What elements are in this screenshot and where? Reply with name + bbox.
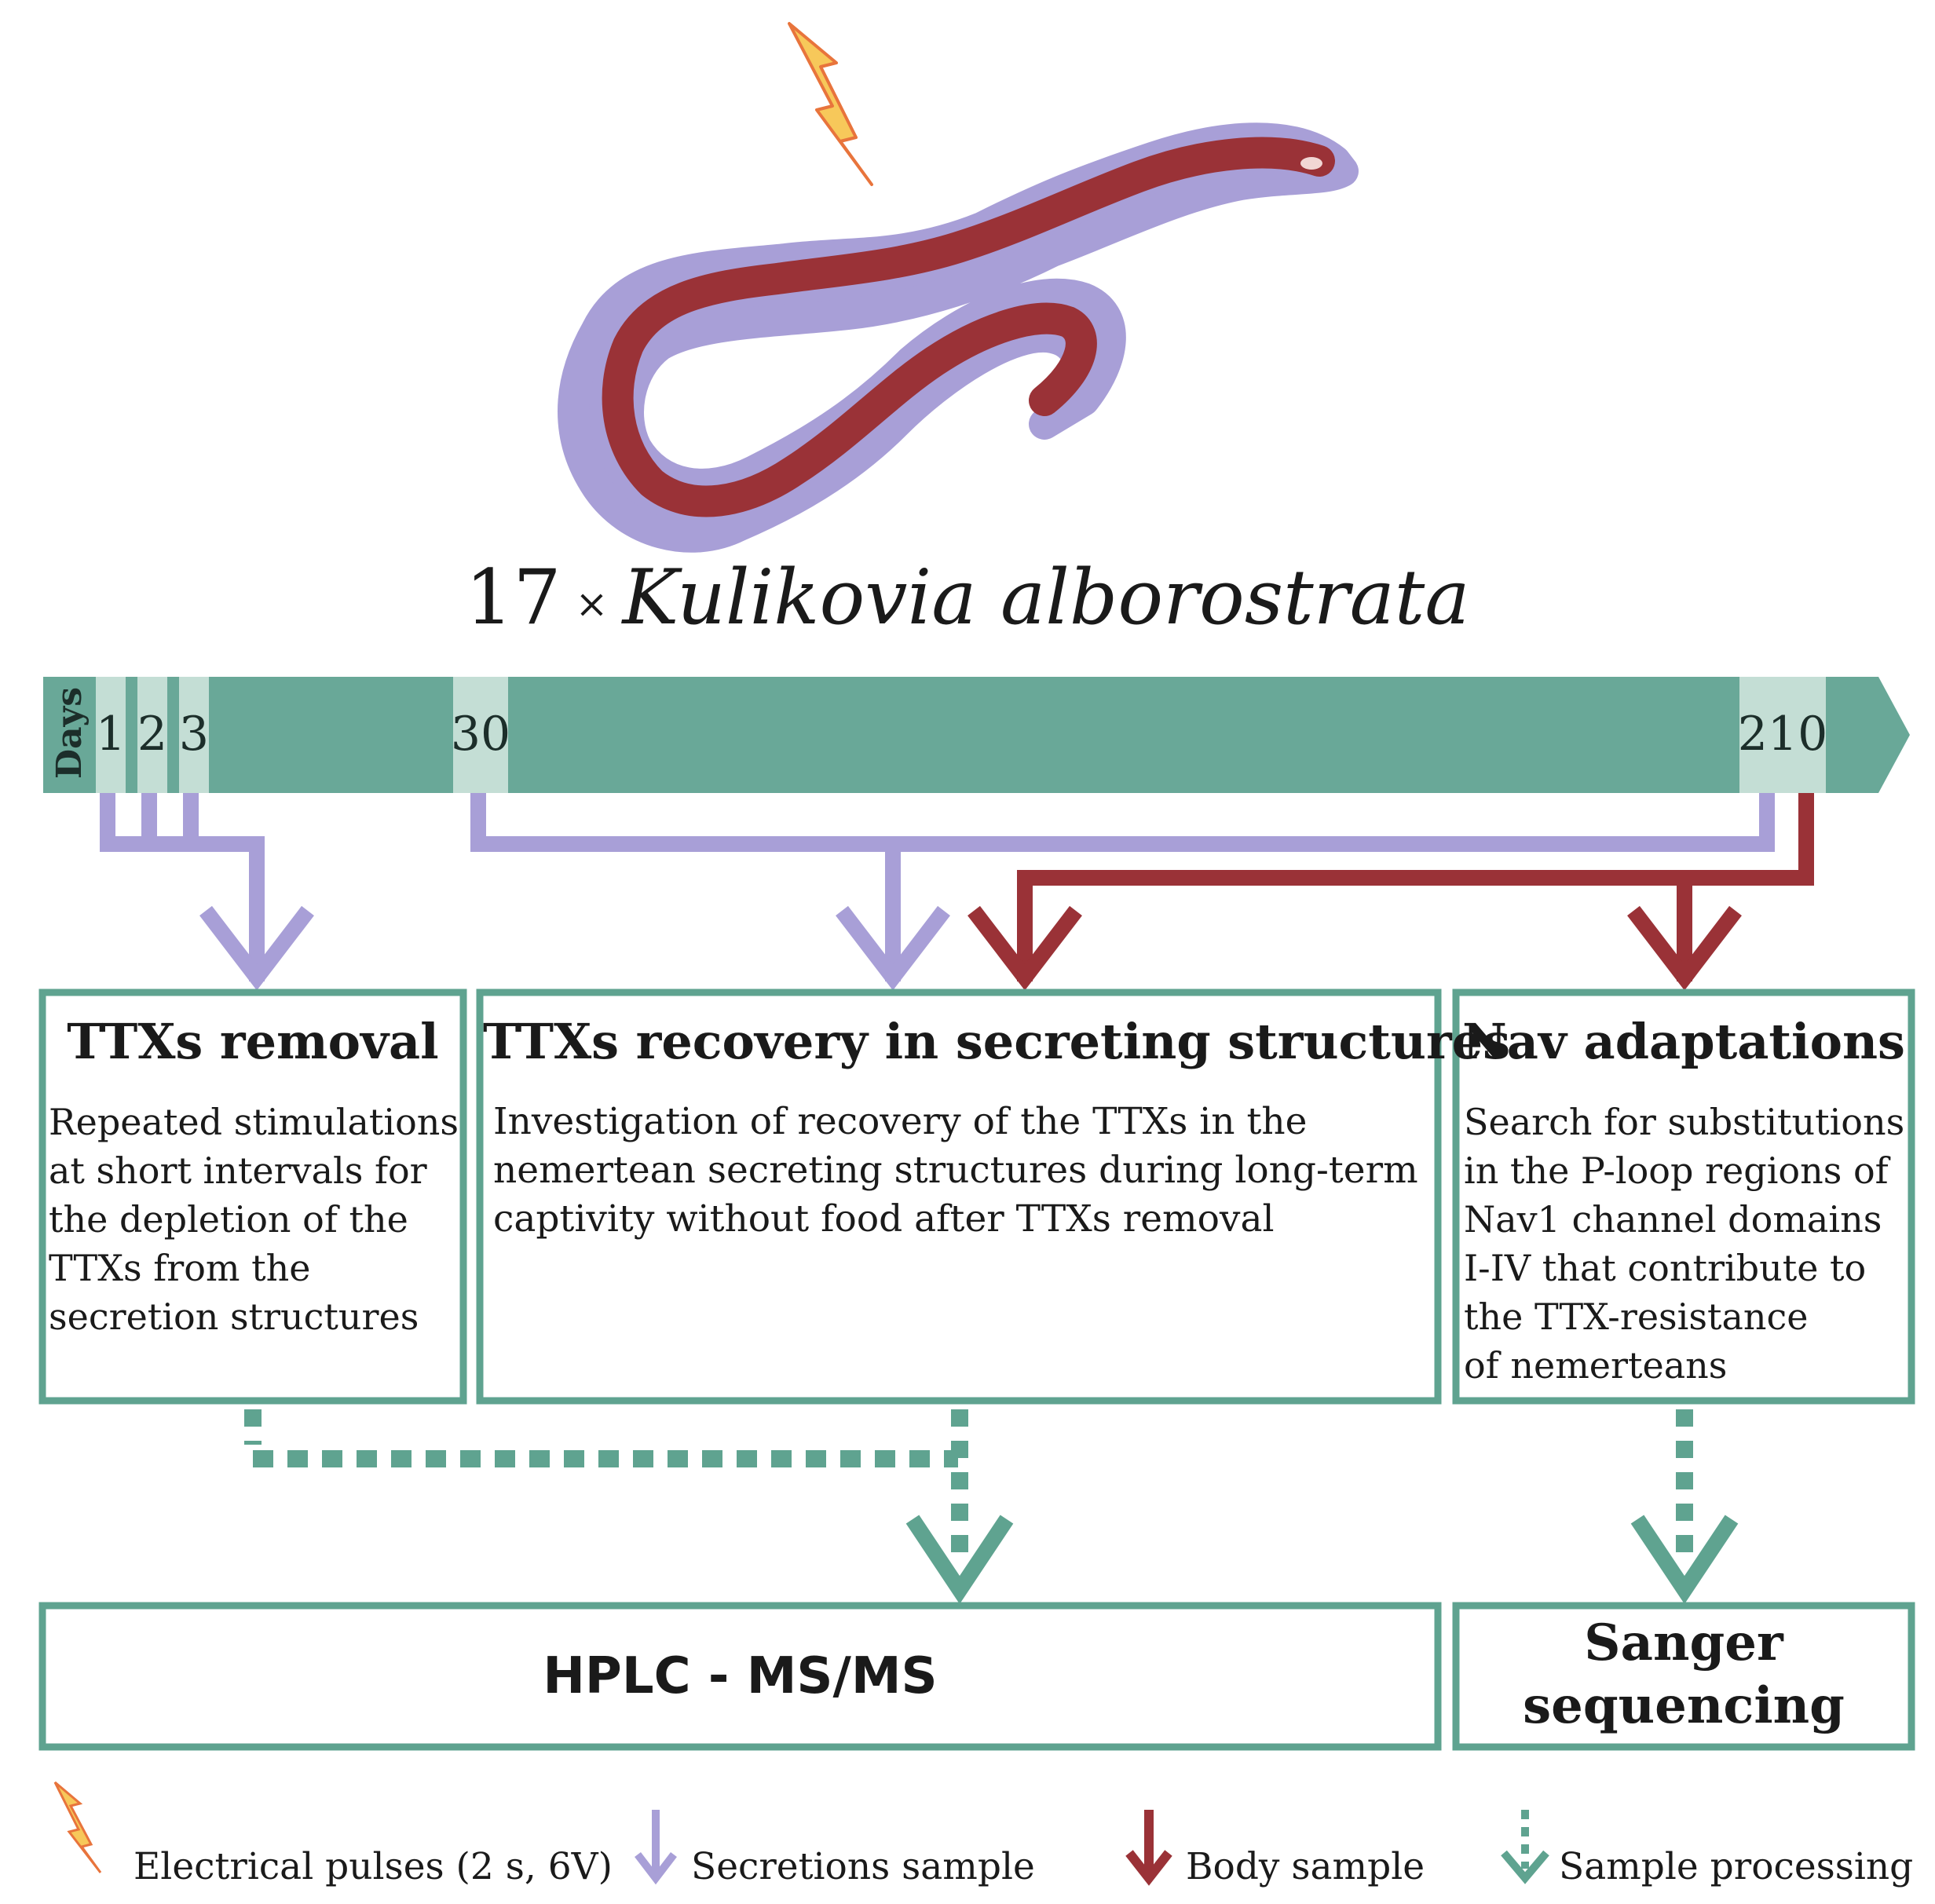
recovery-text: Investigation of recovery of the TTXs in…	[493, 1100, 1418, 1241]
diagram-title: 17 × Kulikovia alborostrata	[0, 554, 1935, 641]
legend-lightning-icon	[53, 1781, 102, 1873]
nav-title: Nav adaptations	[1462, 1013, 1905, 1070]
legend-icons	[53, 1781, 1549, 1886]
secretions-arrowhead-removal	[199, 905, 314, 991]
box-ttxs-removal	[38, 989, 467, 1405]
processing-arrowhead-sanger	[1630, 1515, 1739, 1605]
title-species: Kulikovia alborostrata	[622, 554, 1470, 641]
day-label-3: 3	[178, 707, 210, 762]
legend-body-label: Body sample	[1186, 1845, 1425, 1888]
removal-text: Repeated stimulations at short intervals…	[49, 1101, 459, 1338]
removal-title: TTXs removal	[67, 1013, 439, 1070]
hplc-label: HPLC - MS/MS	[543, 1647, 938, 1705]
sanger-label-line2: sequencing	[1523, 1676, 1845, 1735]
legend-pulses-label: Electrical pulses (2 s, 6V)	[134, 1845, 613, 1888]
day-label-210: 210	[1737, 707, 1828, 762]
worm-illustration	[558, 122, 1359, 553]
title-times: ×	[575, 581, 609, 627]
day-30-marker	[453, 677, 508, 793]
recovery-title: TTXs recovery in secreting structures	[483, 1013, 1511, 1070]
day-210-marker	[1739, 677, 1826, 793]
secretions-arrowhead-recovery	[836, 905, 950, 991]
legend-body-arrow-icon	[1125, 1810, 1172, 1886]
body-arrowhead-recovery	[968, 905, 1082, 991]
box-sanger	[1452, 1602, 1915, 1751]
worm-head-tip	[1300, 157, 1322, 170]
day-1-marker	[96, 677, 126, 793]
worm-body	[602, 137, 1335, 517]
secretions-arrows	[100, 793, 1775, 991]
legend-processing-label: Sample processing	[1559, 1845, 1914, 1888]
legend-processing-arrow-icon	[1501, 1810, 1549, 1884]
box-hplc	[38, 1602, 1442, 1751]
legend-secretions-label: Secretions sample	[691, 1845, 1035, 1888]
body-arrows	[968, 793, 1814, 991]
day-3-marker	[179, 677, 209, 793]
day-2-marker	[137, 677, 167, 793]
processing-arrows	[244, 1409, 1739, 1605]
sanger-label-line1: Sanger	[1584, 1613, 1783, 1672]
lightning-bolt-icon	[788, 22, 873, 186]
processing-arrowhead-hplc	[905, 1515, 1014, 1605]
day-label-1: 1	[95, 707, 126, 762]
body-arrowhead-nav	[1627, 905, 1742, 991]
box-ttxs-recovery	[476, 989, 1442, 1405]
title-count: 17	[465, 554, 561, 641]
day-label-30: 30	[450, 707, 511, 762]
day-label-2: 2	[137, 707, 168, 762]
nav-text: Search for substitutions in the P-loop r…	[1464, 1101, 1905, 1387]
timeline-bar	[43, 677, 1910, 793]
box-nav-adaptations	[1452, 989, 1915, 1405]
legend-secretions-arrow-icon	[635, 1810, 677, 1885]
days-axis-label: Days	[49, 686, 90, 779]
